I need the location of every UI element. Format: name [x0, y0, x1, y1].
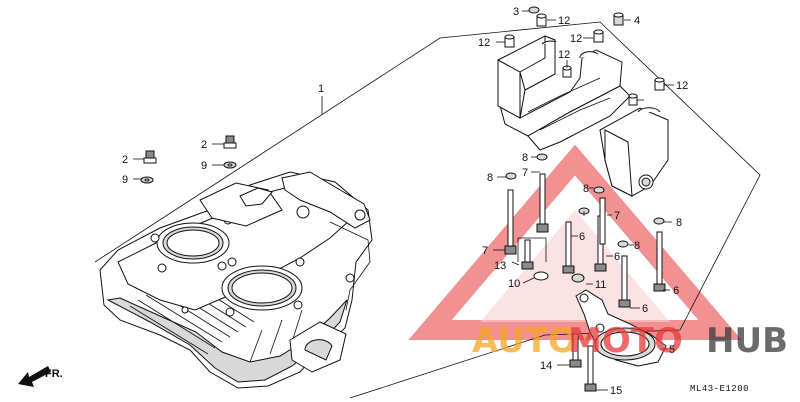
- direction-label: FR.: [45, 368, 63, 380]
- bearing-holder: [497, 35, 669, 197]
- callout-9: 9: [201, 160, 207, 172]
- front-arrow-icon: [18, 366, 51, 387]
- oil-jet-right: [223, 135, 237, 169]
- callout-12: 12: [478, 37, 490, 49]
- callout-12: 12: [558, 15, 570, 27]
- callout-5: 5: [669, 344, 675, 356]
- callout-7: 7: [522, 167, 528, 179]
- upper-leaders: [496, 10, 674, 101]
- callout-12: 12: [676, 80, 688, 92]
- callout-3: 3: [513, 6, 519, 18]
- oil-jet-left: [140, 150, 157, 184]
- callout-8: 8: [522, 152, 528, 164]
- callout-labels: 1 2 2 3 4 5 6 6 6 6 7 7 7 8 8 8 8 8 9 9 …: [122, 6, 688, 397]
- dowel-pins: [504, 6, 665, 106]
- callout-9: 9: [122, 174, 128, 186]
- callout-13: 13: [494, 260, 506, 272]
- svg-text:MOTO: MOTO: [568, 321, 683, 361]
- callout-2: 2: [201, 139, 207, 151]
- svg-text:HUB: HUB: [706, 321, 788, 361]
- bolt-leaders: [493, 156, 672, 309]
- svg-text:AUTO: AUTO: [472, 321, 577, 361]
- diagram-code: ML43-E1200: [690, 384, 749, 394]
- callout-8: 8: [487, 172, 493, 184]
- callout-8: 8: [676, 217, 682, 229]
- watermark-text: AUTO MOTO HUB: [472, 321, 788, 361]
- callout-8: 8: [634, 240, 640, 252]
- watermark-logo: [408, 144, 742, 340]
- callout-12: 12: [570, 33, 582, 45]
- callout-15: 15: [610, 385, 622, 397]
- strainer-leaders: [557, 348, 668, 391]
- callout-14: 14: [540, 360, 552, 372]
- left-leaders: [133, 143, 224, 180]
- callout-11: 11: [595, 279, 606, 291]
- callout-8: 8: [583, 183, 589, 195]
- callout-7: 7: [614, 210, 620, 222]
- lower-crankcase: [99, 171, 373, 389]
- callout-2: 2: [122, 154, 128, 166]
- callout-6: 6: [642, 303, 648, 315]
- callout-4: 4: [634, 15, 640, 27]
- callout-7: 7: [482, 245, 488, 257]
- assembly-outline: [94, 21, 761, 399]
- oil-strainer: [569, 289, 667, 392]
- bracket-13: [517, 237, 547, 262]
- callout-6: 6: [579, 231, 585, 243]
- callout-10: 10: [508, 278, 520, 290]
- callout-1: 1: [318, 83, 324, 95]
- callout-6: 6: [614, 251, 620, 263]
- callout-12: 12: [558, 49, 570, 61]
- callout-6: 6: [673, 285, 679, 297]
